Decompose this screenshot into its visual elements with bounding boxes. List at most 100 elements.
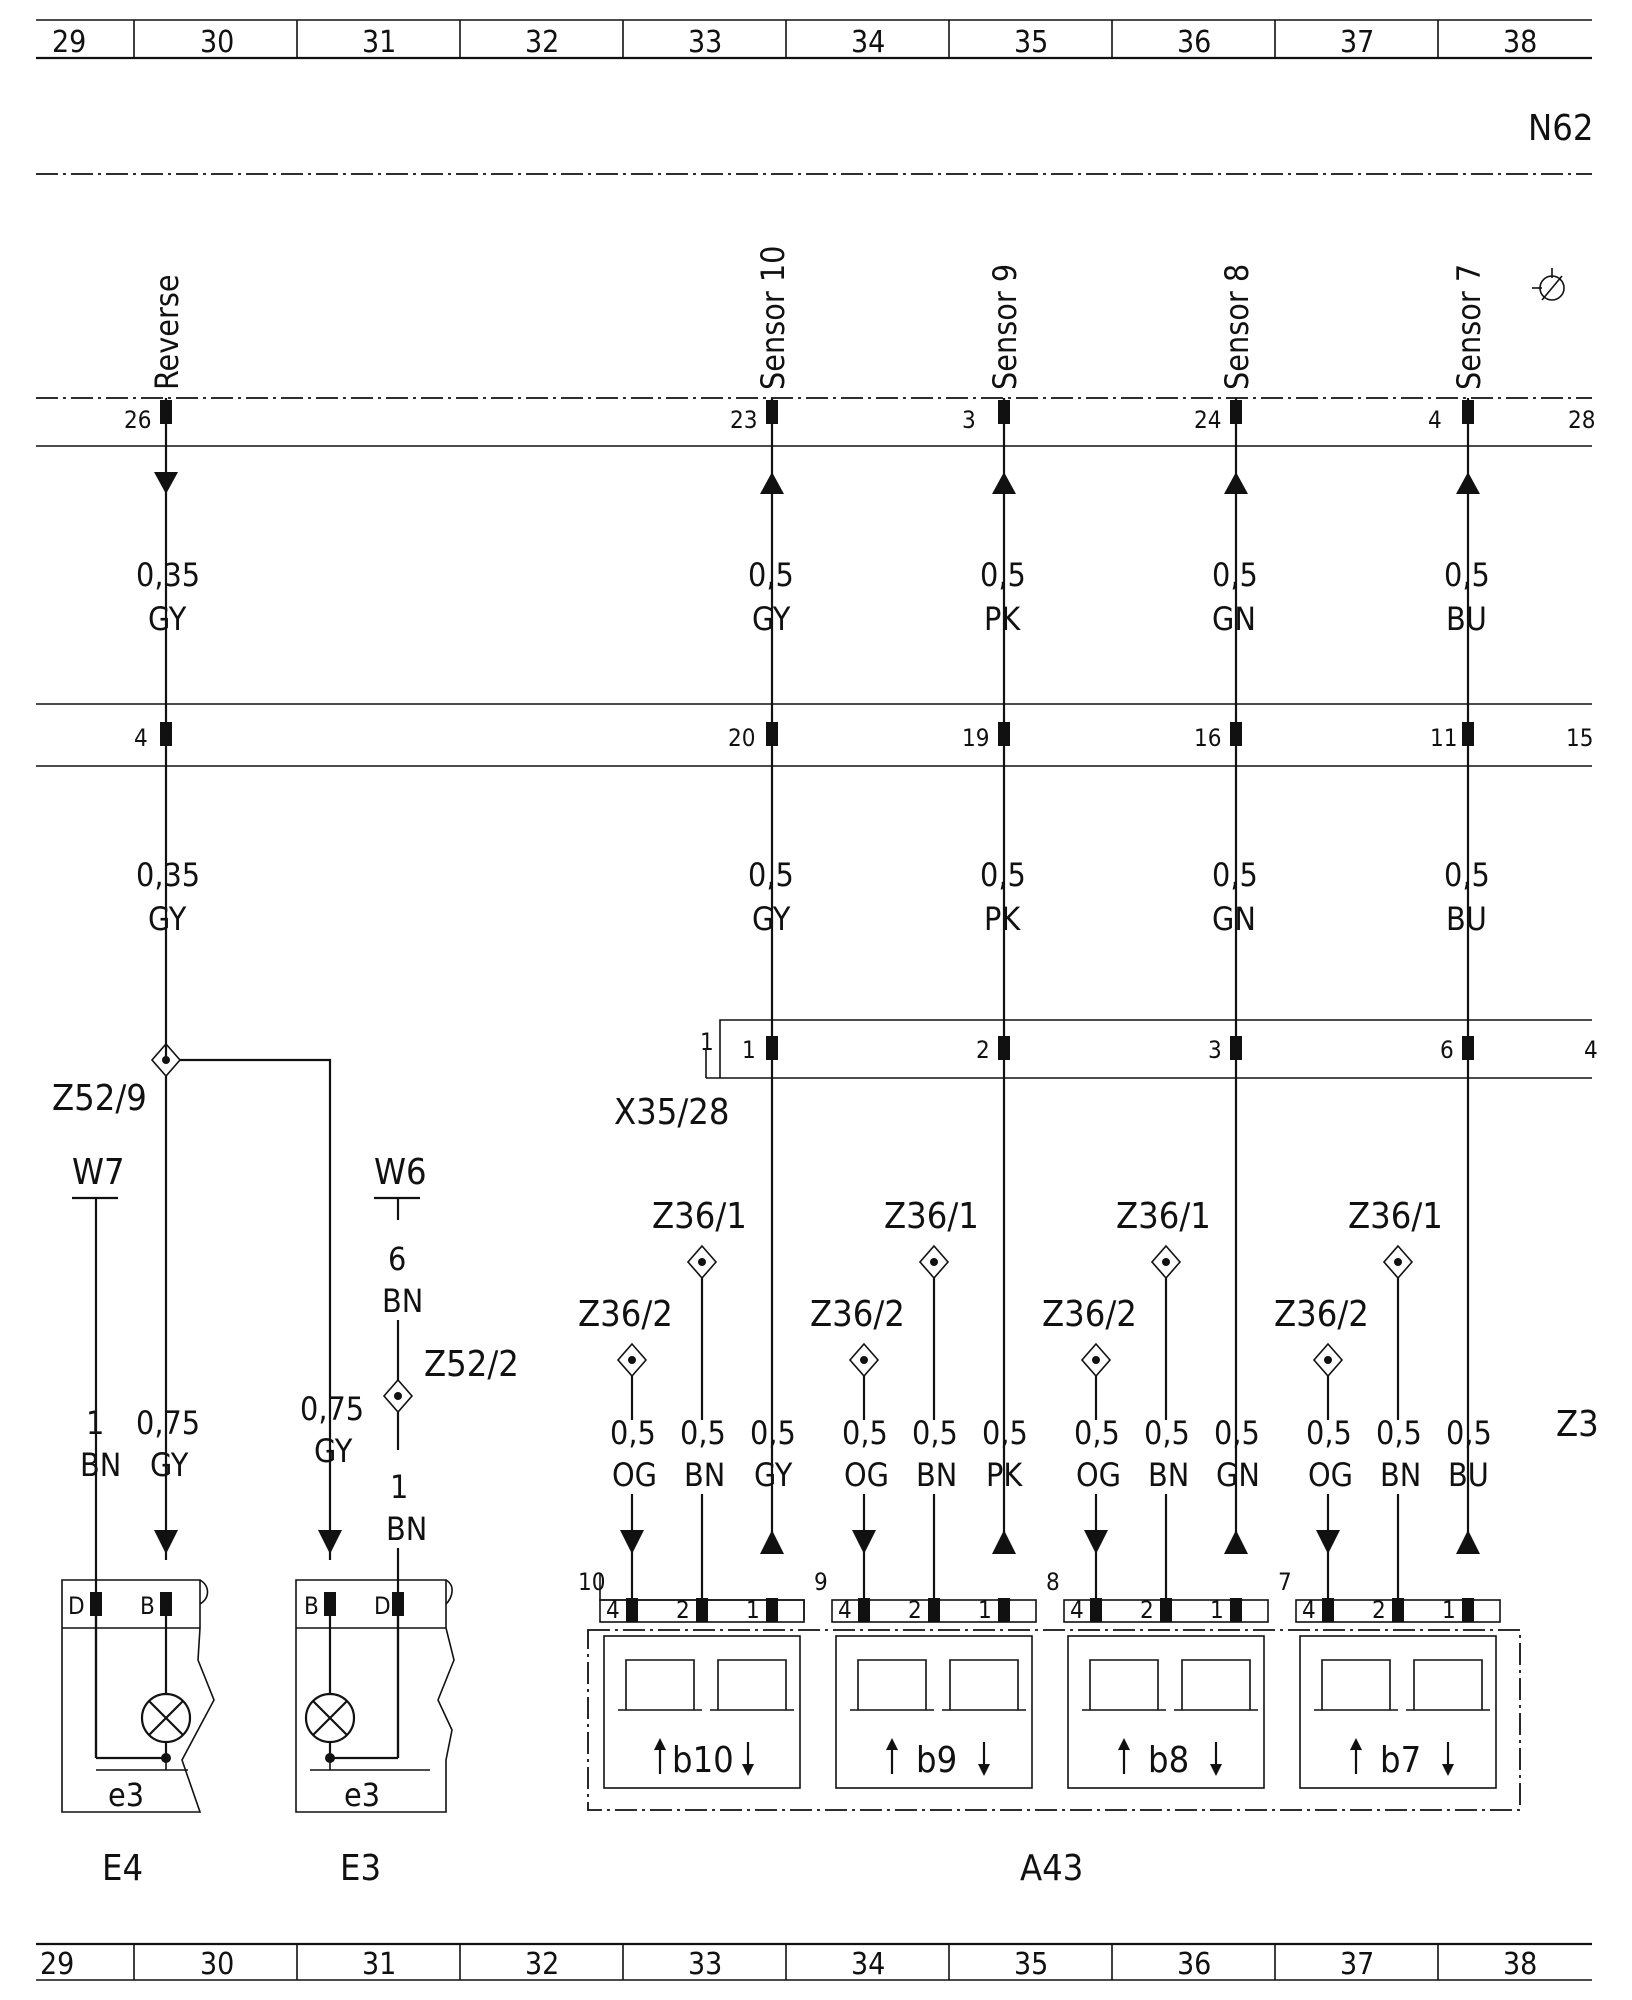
ruler-col-33: 33 (688, 1947, 722, 1982)
wire-size: 0,5 (1446, 1414, 1492, 1452)
wire-color: BN (916, 1456, 957, 1494)
wire-size: 0,5 (750, 1414, 796, 1452)
z52-2-wire-color: BN (386, 1510, 427, 1548)
signal-label-sensor-8: Sensor 8 (1218, 264, 1256, 390)
upper-wire-labels: 0,35 GY 0,5 GY 0,5 PK 0,5 GN 0,5 BU (136, 556, 1490, 638)
splice-label-z36-2: Z36/2 (1274, 1294, 1369, 1335)
wire-color: BN (1148, 1456, 1189, 1494)
wire-size: 0,5 (980, 556, 1026, 594)
component-e3: B D e3 (295, 1579, 455, 1814)
main-wires (154, 398, 1480, 1542)
wire-color: GN (1212, 600, 1256, 638)
sensor-pin-4: 4 (606, 1596, 620, 1624)
sensor-pin-1: 1 (978, 1596, 992, 1624)
wire-color: OG (1076, 1456, 1121, 1494)
sensor-group-b8: Z36/1 Z36/2 0,5 OG 0,5 BN 0,5 GN 8 4 2 1 (1042, 1196, 1269, 1789)
wire-color: PK (984, 600, 1021, 638)
component-label-e3: E3 (340, 1848, 381, 1889)
sensor-pin-1: 1 (1210, 1596, 1224, 1624)
wire-color: BU (1446, 900, 1487, 938)
ruler-col-33: 33 (688, 25, 722, 60)
wire-size: 0,5 (748, 556, 794, 594)
ruler-col-34: 34 (851, 1947, 885, 1982)
sensor-pin-2: 2 (908, 1596, 922, 1624)
e3-pin-b: B (304, 1592, 319, 1620)
ruler-col-37: 37 (1340, 25, 1374, 60)
row1-pin-23: 23 (730, 406, 757, 434)
row2-pin-20: 20 (728, 724, 755, 752)
splice-label-z36-2: Z36/2 (1042, 1294, 1137, 1335)
arrow-up-icon (1350, 1738, 1362, 1774)
splice-label-z36-1: Z36/1 (652, 1196, 747, 1237)
x35-pin-4: 4 (1584, 1036, 1598, 1064)
wire-size: 0,5 (1444, 556, 1490, 594)
wire-color: GY (754, 1456, 793, 1494)
ruler-col-31: 31 (362, 25, 396, 60)
ground-label-w6: W6 (374, 1152, 427, 1193)
signal-label-sensor-10: Sensor 10 (754, 246, 792, 390)
ruler-col-30: 30 (200, 1947, 234, 1982)
arrow-down-icon (1210, 1742, 1222, 1776)
row2-pin-4: 4 (134, 724, 148, 752)
x35-pin-2: 2 (976, 1036, 990, 1064)
module-label-n62: N62 (1528, 108, 1593, 149)
splice-label-z36-1: Z36/1 (884, 1196, 979, 1237)
wire-size: 0,5 (1074, 1414, 1120, 1452)
ground-label-w7: W7 (72, 1152, 125, 1193)
x35-pin-1: 1 (742, 1036, 756, 1064)
wire-size: 0,5 (1444, 856, 1490, 894)
splice-label-z36-2: Z36/2 (810, 1294, 905, 1335)
wire-color: GY (148, 600, 187, 638)
connector-x35-28: 1 1 2 3 6 4 X35/28 (614, 1019, 1598, 1133)
arrow-up-icon (654, 1738, 666, 1774)
wire-size: 0,5 (748, 856, 794, 894)
row2-pin-16: 16 (1194, 724, 1221, 752)
connector-strip-2: 4 20 19 16 11 15 (36, 703, 1593, 767)
ruler-col-35: 35 (1014, 1947, 1048, 1982)
ruler-col-32: 32 (525, 25, 559, 60)
e4-wire-color-1: BN (80, 1446, 121, 1484)
sensor-pin-4: 4 (1070, 1596, 1084, 1624)
e4-wire-size-1: 1 (86, 1404, 104, 1442)
lamp-icon (304, 1692, 356, 1744)
wire-size: 0,5 (1144, 1414, 1190, 1452)
wire-color: BU (1446, 600, 1487, 638)
sensor-number: 9 (814, 1568, 828, 1596)
x35-pin-1: 1 (700, 1028, 714, 1056)
pin-symbols (160, 400, 1474, 746)
lower-wire-labels: 0,35 GY 0,5 GY 0,5 PK 0,5 GN 0,5 BU (136, 856, 1490, 938)
sensor-number: 7 (1278, 1568, 1292, 1596)
wire-size: 0,5 (610, 1414, 656, 1452)
ruler-col-36: 36 (1177, 25, 1211, 60)
ruler-col-38: 38 (1503, 25, 1537, 60)
bottom-column-ruler: 29 30 31 32 33 34 35 36 37 38 (36, 1942, 1592, 1982)
row1-pin-24: 24 (1194, 406, 1221, 434)
component-label-a43: A43 (1020, 1848, 1083, 1889)
wire-size: 0,5 (982, 1414, 1028, 1452)
connector-label-x35-28: X35/28 (614, 1092, 730, 1133)
signal-label-reverse: Reverse (148, 274, 186, 390)
top-column-ruler: 29 30 31 32 33 34 35 36 37 38 (36, 19, 1592, 60)
row2-pin-15: 15 (1566, 724, 1593, 752)
wire-color: OG (844, 1456, 889, 1494)
wire-color: GY (148, 900, 187, 938)
component-label-e4: E4 (102, 1848, 143, 1889)
wire-size: 0,5 (1214, 1414, 1260, 1452)
connector-strip-1: 26 23 3 24 4 28 (36, 397, 1595, 447)
e4-wire-color-2: GY (150, 1446, 189, 1484)
e4-pin-d: D (68, 1592, 85, 1620)
sensor-group-b10: Z36/1 Z36/2 0,5 OG 0,5 BN 0,5 GY 10 4 2 … (578, 1196, 805, 1789)
wire-size: 0,5 (1212, 856, 1258, 894)
arrow-up-icon (1118, 1738, 1130, 1774)
wire-size: 0,5 (980, 856, 1026, 894)
ruler-col-37: 37 (1340, 1947, 1374, 1982)
ruler-col-38: 38 (1503, 1947, 1537, 1982)
ruler-col-35: 35 (1014, 25, 1048, 60)
ruler-col-32: 32 (525, 1947, 559, 1982)
ruler-col-31: 31 (362, 1947, 396, 1982)
edge-label-z: Z3 (1556, 1404, 1599, 1445)
e3-wire-color: GY (314, 1432, 353, 1470)
ruler-col-30: 30 (200, 25, 234, 60)
row2-pin-19: 19 (962, 724, 989, 752)
wire-color: OG (612, 1456, 657, 1494)
